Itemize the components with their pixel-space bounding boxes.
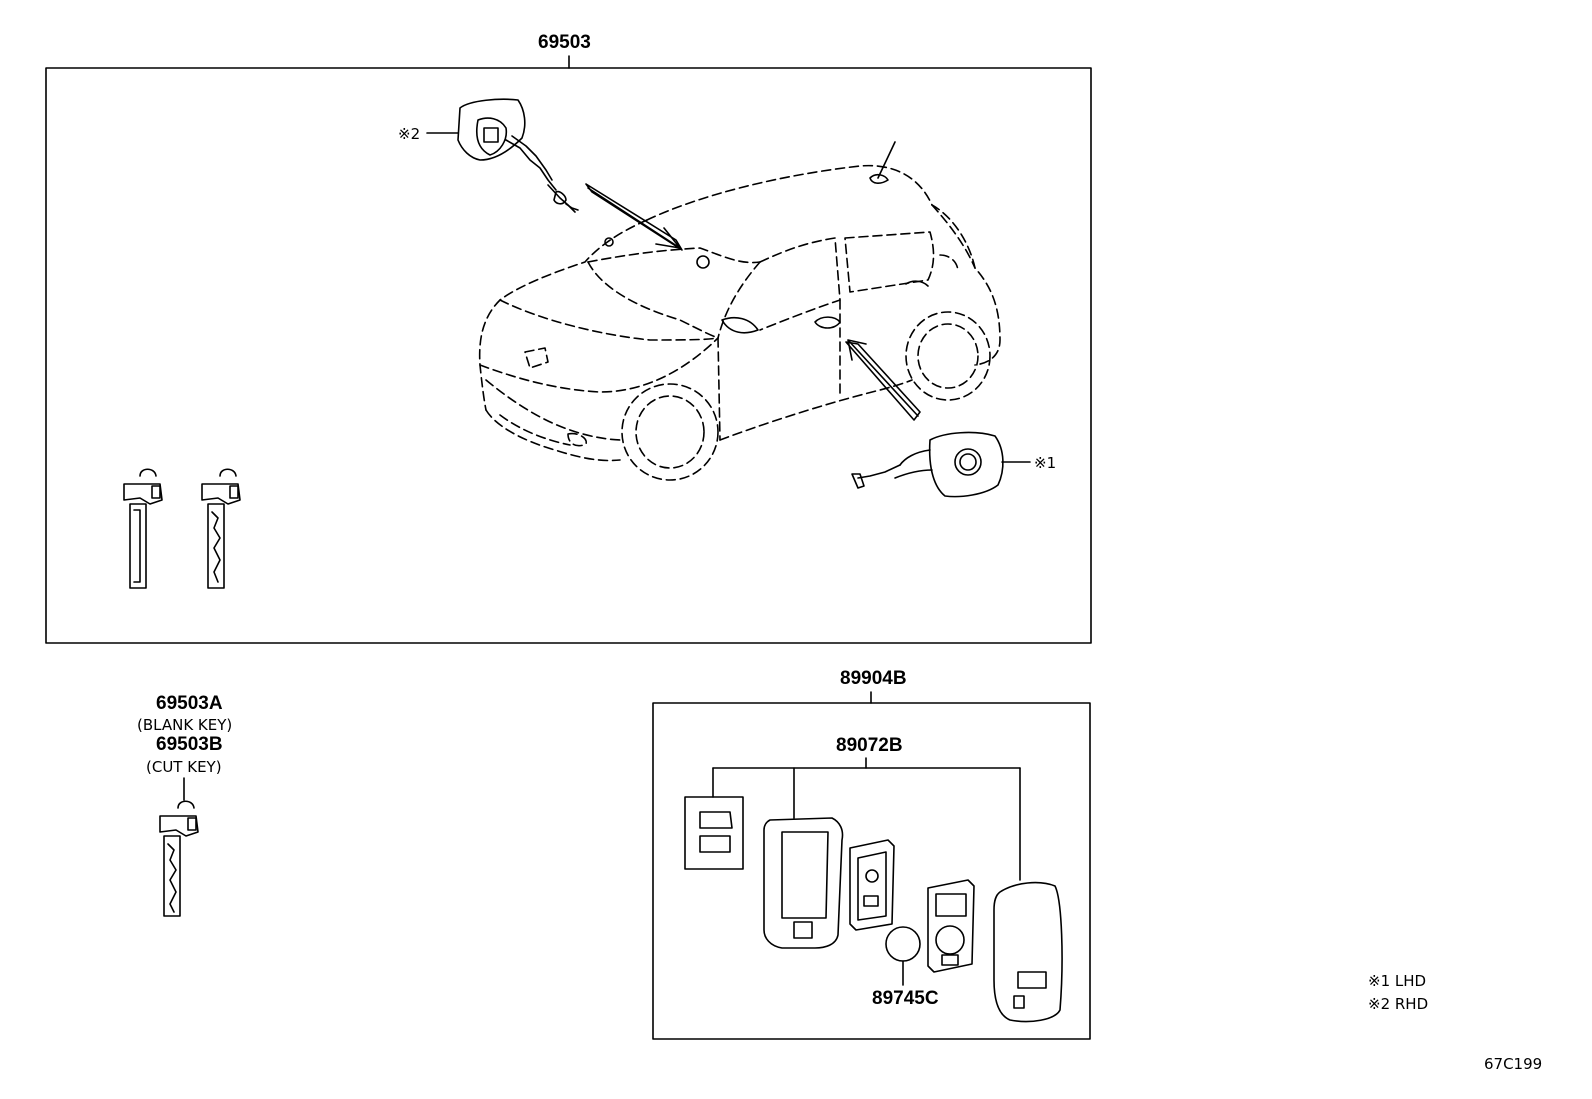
label-69503a-desc: (BLANK KEY) [137,716,233,734]
key-blank-in-set [124,469,162,588]
car-details [605,175,928,333]
arrow-to-roof [878,142,895,178]
key-cut-in-set [202,469,240,588]
circuit-board [850,840,894,930]
transmitter-case-frame [764,818,843,948]
callout-1: ※1 [1034,454,1057,472]
label-69503b-desc: (CUT KEY) [146,758,222,776]
callout-2: ※2 [398,125,421,143]
key-69503a-69503b [160,778,198,916]
figure-id: 67C199 [1484,1055,1543,1073]
switch-pad [685,797,743,869]
label-89904b: 89904B [840,668,907,689]
car-illustration [480,166,1000,480]
leader-89072b [713,758,1020,880]
arrow-to-passenger-door [846,340,920,420]
transmitter-cover [994,883,1062,1022]
transmitter-board [928,880,974,972]
label-69503b: 69503B [156,734,223,755]
legend-rhd: ※2 RHD [1368,995,1429,1013]
lock-set-frame [46,68,1091,643]
door-lock-cylinder-rhd [427,99,578,212]
door-lock-cylinder-lhd [852,433,1030,497]
label-69503a: 69503A [156,693,223,714]
battery-89745c [886,927,920,985]
arrow-to-driver-door [586,184,682,250]
label-69503: 69503 [538,32,591,53]
label-89072b: 89072B [836,735,903,756]
legend-lhd: ※1 LHD [1368,972,1427,990]
label-89745c: 89745C [872,988,939,1009]
